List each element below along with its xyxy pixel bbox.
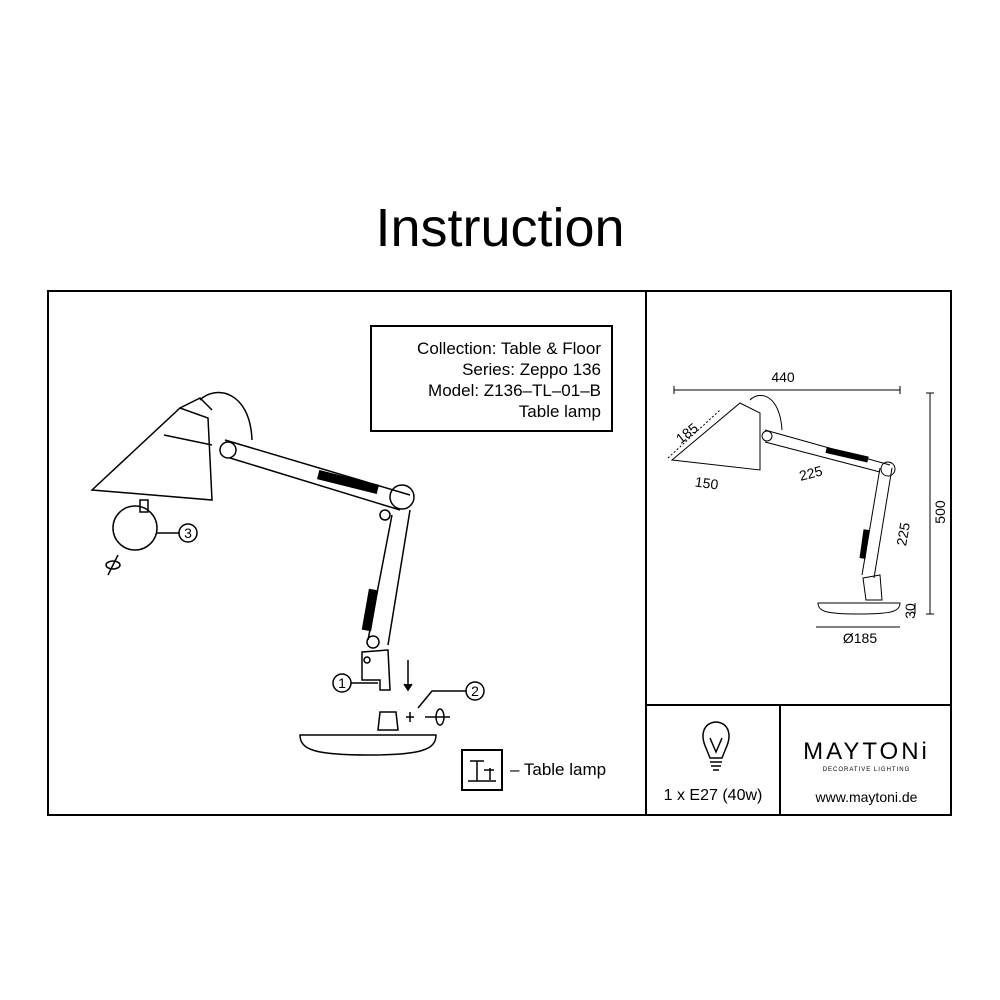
dim-shade-bottom: 150 [694, 474, 720, 493]
bulb-rotate-arrow [107, 554, 119, 576]
bulb-drawing [112, 499, 158, 551]
light-bulb-icon [702, 721, 730, 771]
lower-spring [361, 588, 379, 632]
collection-text: Collection: Table & Floor [417, 339, 601, 358]
dim-shade-side: 185 [673, 419, 701, 446]
dim-base-height: 30 [902, 603, 918, 619]
divider-horizontal [645, 704, 952, 706]
divider-bottom [779, 704, 781, 816]
bulb-spec: 1 x E27 (40w) [663, 787, 763, 804]
dim-upper-arm: 225 [798, 463, 825, 484]
website-link[interactable]: www.maytoni.de [815, 789, 918, 805]
dim-height: 500 [932, 500, 948, 524]
bow-arm [199, 391, 253, 441]
table-lamp-icon [468, 760, 496, 782]
lamp-shade [90, 397, 213, 501]
page-title: Instruction [375, 198, 625, 258]
dim-base-diameter: Ø185 [843, 630, 877, 646]
upper-arm [219, 439, 415, 521]
lower-arm [366, 509, 411, 649]
legend-icon-box [461, 749, 503, 791]
callout-label-2: 2 [471, 683, 479, 699]
dim-width: 440 [771, 369, 795, 385]
callout-label-1: 1 [338, 675, 346, 691]
bracket-part-1 [361, 649, 391, 691]
screw [406, 712, 414, 722]
lamp-base [299, 711, 437, 756]
upper-spring [317, 469, 379, 495]
divider-vertical [645, 290, 647, 816]
product-info-box: Collection: Table & Floor Series: Zeppo … [370, 325, 613, 432]
callout-label-3: 3 [184, 525, 192, 541]
brand-tagline: DECORATIVE LIGHTING [822, 767, 911, 773]
instruction-frame [47, 290, 952, 816]
legend-label: – Table lamp [510, 760, 607, 779]
dimension-drawing [667, 386, 934, 628]
dim-lower-arm: 225 [893, 521, 913, 547]
series-text: Series: Zeppo 136 [462, 360, 601, 379]
brand-logo: MAYTONi [803, 738, 930, 765]
model-text: Model: Z136–TL–01–B [428, 381, 601, 400]
product-type-text: Table lamp [518, 402, 601, 421]
